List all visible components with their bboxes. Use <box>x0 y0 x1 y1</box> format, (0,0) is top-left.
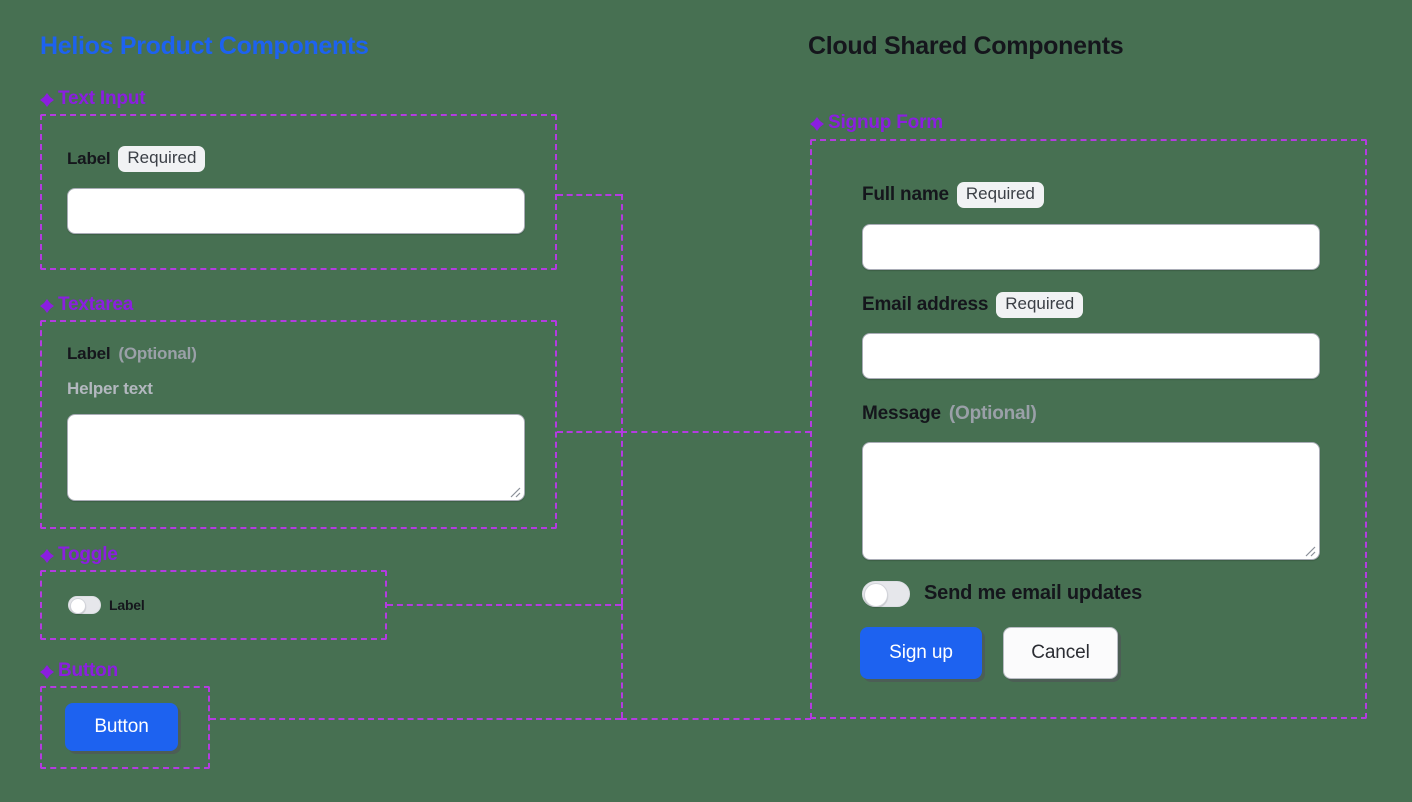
textarea-helper-text: Helper text <box>67 379 153 398</box>
toggle-switch[interactable] <box>68 596 101 614</box>
section-heading-textarea-label: Textarea <box>58 294 134 315</box>
frame-textarea <box>40 320 557 529</box>
full-name-required-badge: Required <box>956 182 1044 208</box>
connector-trunk-b <box>621 604 623 718</box>
textarea-field[interactable] <box>67 414 525 501</box>
email-address-label-row: Email address Required <box>862 292 1084 318</box>
left-column-title: Helios Product Components <box>40 32 369 60</box>
full-name-input[interactable] <box>862 224 1320 270</box>
email-updates-toggle-knob <box>864 583 888 607</box>
message-label-row: Message (Optional) <box>862 403 1037 425</box>
text-input-required-badge: Required <box>118 146 206 172</box>
connector-trunk-a-lower <box>621 431 623 604</box>
cancel-button[interactable]: Cancel <box>1003 627 1118 679</box>
section-heading-toggle: Toggle <box>40 544 118 566</box>
email-address-required-badge: Required <box>996 292 1084 318</box>
frame-signup-form <box>810 139 1367 719</box>
toggle-label: Label <box>109 597 145 613</box>
email-address-label: Email address <box>862 293 989 315</box>
section-heading-text-input: Text Input <box>40 88 146 110</box>
connector-textarea-horizontal <box>557 431 621 433</box>
text-input-label: Label <box>67 148 111 168</box>
diamond-icon <box>40 549 54 563</box>
text-input-label-row: Label Required <box>67 146 206 172</box>
resize-handle-icon[interactable] <box>507 484 521 498</box>
frame-button <box>40 686 210 769</box>
section-heading-signup-form-label: Signup Form <box>828 112 943 133</box>
diamond-icon <box>40 665 54 679</box>
section-heading-signup-form: Signup Form <box>810 112 943 134</box>
connector-button-horizontal <box>210 718 621 720</box>
email-address-input[interactable] <box>862 333 1320 379</box>
section-heading-button: Button <box>40 660 118 682</box>
section-heading-toggle-label: Toggle <box>58 544 118 565</box>
toggle-knob <box>70 598 86 614</box>
connector-text-input-horizontal <box>557 194 621 196</box>
sign-up-button[interactable]: Sign up <box>860 627 982 679</box>
textarea-label-row: Label (Optional) <box>67 344 197 364</box>
connector-toggle-horizontal <box>387 604 621 606</box>
textarea-optional-tag: (Optional) <box>118 344 197 363</box>
full-name-label: Full name <box>862 183 949 205</box>
text-input-field[interactable] <box>67 188 525 234</box>
connector-trunk-a-upper <box>621 194 623 434</box>
demo-button[interactable]: Button <box>65 703 178 751</box>
resize-handle-icon[interactable] <box>1302 543 1316 557</box>
connector-bottom-to-form <box>621 718 811 720</box>
frame-text-input <box>40 114 557 270</box>
message-label: Message <box>862 403 941 424</box>
textarea-label: Label <box>67 344 111 363</box>
section-heading-button-label: Button <box>58 660 118 681</box>
diamond-icon <box>40 93 54 107</box>
diamond-icon <box>40 299 54 313</box>
message-optional-tag: (Optional) <box>948 403 1037 424</box>
diamond-icon <box>810 117 824 131</box>
email-updates-toggle[interactable] <box>862 581 910 607</box>
frame-toggle <box>40 570 387 640</box>
section-heading-text-input-label: Text Input <box>58 88 146 109</box>
section-heading-textarea: Textarea <box>40 294 133 316</box>
connector-main-to-form <box>621 431 811 433</box>
right-column-title: Cloud Shared Components <box>808 32 1124 60</box>
full-name-label-row: Full name Required <box>862 182 1044 208</box>
email-updates-toggle-label: Send me email updates <box>924 582 1143 604</box>
message-textarea[interactable] <box>862 442 1320 560</box>
